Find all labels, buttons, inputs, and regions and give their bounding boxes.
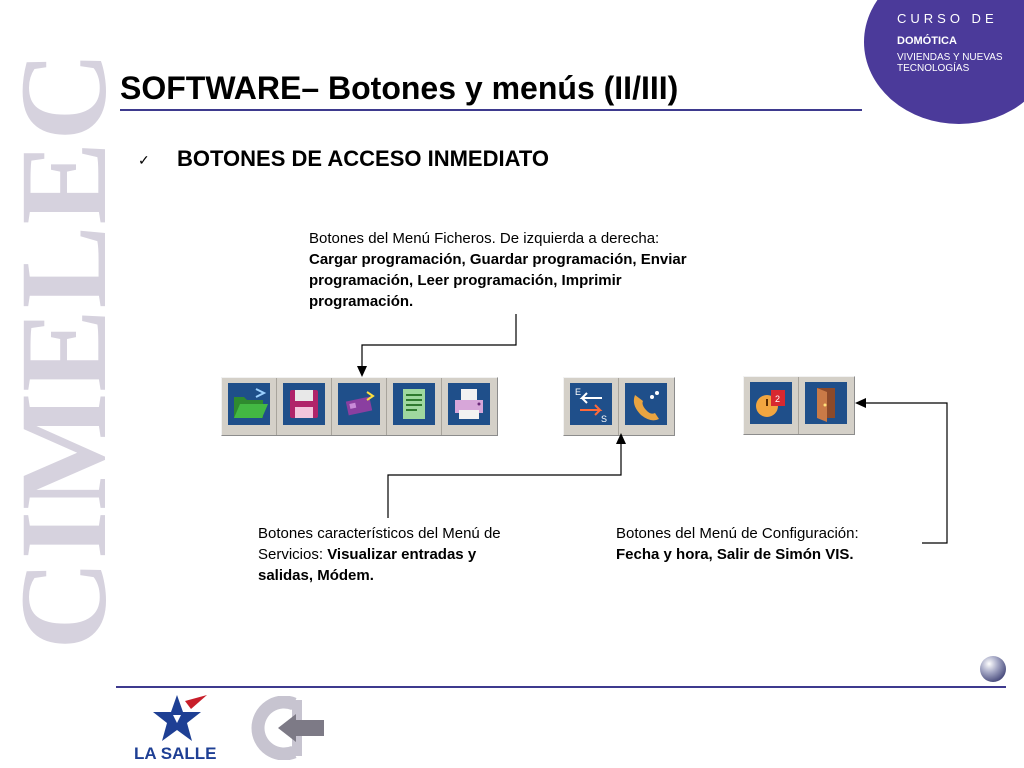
badge-line-2: DOMÓTICA (897, 35, 957, 47)
servicios-bold: Visualizar entradas y salidas, Módem. (258, 546, 477, 584)
cimelec-logo (251, 696, 324, 760)
svg-text:2: 2 (775, 394, 780, 404)
svg-text:S: S (601, 414, 607, 424)
send-board-icon (338, 383, 380, 425)
floppy-disk-icon (283, 383, 325, 425)
load-program-button[interactable] (222, 378, 277, 435)
page-title: SOFTWARE– Botones y menús (II/III) (120, 70, 679, 106)
la-salle-logo-text: LA SALLE (134, 744, 217, 763)
checkmark-icon: ✓ (138, 152, 150, 168)
date-time-icon: 2 (750, 382, 792, 424)
badge-line-3: VIVIENDAS Y NUEVAS TECNOLOGÍAS (897, 52, 1003, 74)
print-program-button[interactable] (442, 378, 497, 435)
ficheros-toolbar (221, 377, 498, 436)
ficheros-arrow (361, 314, 517, 368)
la-salle-star-logo (153, 695, 207, 741)
modem-phone-icon (625, 383, 667, 425)
servicios-toolbar: E S (563, 377, 675, 436)
modem-button[interactable] (619, 378, 674, 435)
servicios-description: Botones característicos del Menú de Serv… (258, 523, 523, 586)
title-divider (120, 109, 862, 111)
ficheros-arrowhead (357, 366, 367, 377)
section-heading: BOTONES DE ACCESO INMEDIATO (177, 146, 550, 171)
servicios-arrow (387, 442, 622, 518)
date-time-button[interactable]: 2 (744, 377, 799, 434)
configuracion-bold: Fecha y hora, Salir de Simón VIS. (616, 546, 854, 563)
badge-line-1: CURSO DE (897, 11, 998, 26)
folder-open-icon (228, 383, 270, 425)
configuracion-description: Botones del Menú de Configuración: Fecha… (616, 523, 906, 565)
exit-simon-vis-button[interactable] (799, 377, 854, 434)
ficheros-intro: Botones del Menú Ficheros. De izquierda … (309, 230, 660, 247)
servicios-arrowhead (616, 433, 626, 444)
printer-icon (448, 383, 490, 425)
configuracion-toolbar: 2 (743, 376, 855, 435)
io-arrows-icon: E S (570, 383, 612, 425)
document-icon (393, 383, 435, 425)
svg-text:E: E (575, 387, 581, 397)
exit-door-icon (805, 382, 847, 424)
save-program-button[interactable] (277, 378, 332, 435)
view-io-button[interactable]: E S (564, 378, 619, 435)
sphere-icon (980, 656, 1006, 682)
send-program-button[interactable] (332, 378, 387, 435)
footer-divider (116, 686, 1006, 688)
configuracion-arrow (864, 402, 948, 544)
ficheros-description: Botones del Menú Ficheros. De izquierda … (309, 228, 729, 312)
configuracion-intro: Botones del Menú de Configuración: (616, 525, 859, 542)
servicios-intro: Botones característicos del Menú de Serv… (258, 525, 501, 563)
read-program-button[interactable] (387, 378, 442, 435)
configuracion-arrowhead (855, 398, 866, 408)
ficheros-bold: Cargar programación, Guardar programació… (309, 251, 687, 310)
